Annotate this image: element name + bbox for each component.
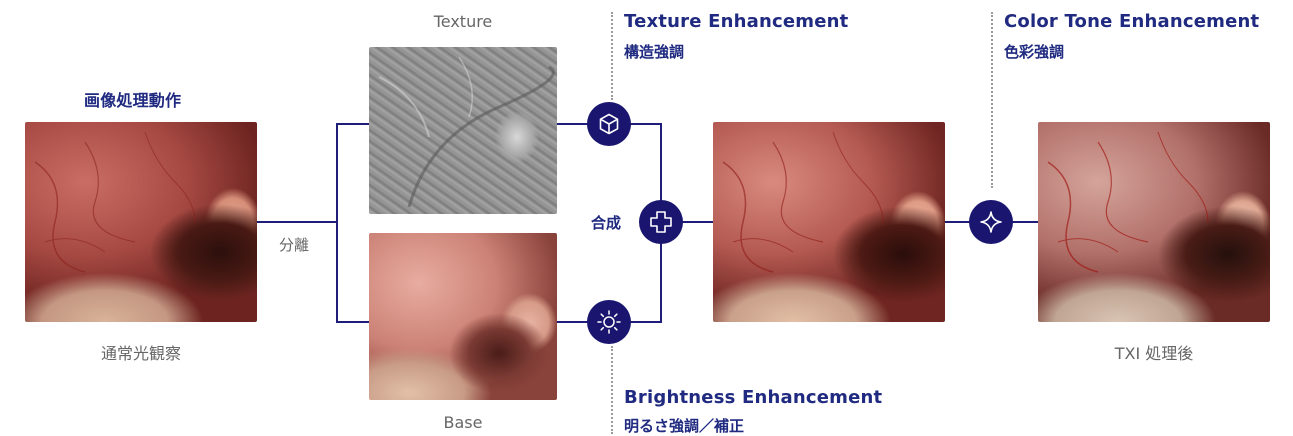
split-line-bottom (336, 321, 370, 323)
texture-leader-line (611, 12, 613, 100)
texture-image (369, 47, 557, 214)
normal-light-image (25, 122, 257, 322)
split-line-top (336, 123, 370, 125)
color-enhancement-subtitle: 色彩強調 (1004, 41, 1064, 62)
split-line-vertical (336, 123, 338, 322)
texture-out-line (557, 123, 589, 125)
base-out-line (557, 321, 589, 323)
sparkle-icon (978, 209, 1004, 235)
txi-processed-image (1038, 122, 1270, 322)
brightness-enhancement-title: Brightness Enhancement (624, 387, 882, 408)
base-node-out-line (630, 321, 662, 323)
merge-label: 合成 (591, 212, 621, 233)
texture-enhancement-node (587, 102, 631, 146)
merge-node (639, 200, 683, 244)
sun-icon (596, 309, 622, 335)
color-out-line (1012, 221, 1038, 223)
plus-icon (648, 209, 674, 235)
split-line-horizontal (257, 221, 337, 223)
cube-icon (597, 112, 621, 136)
process-heading: 画像処理動作 (84, 87, 181, 111)
color-in-line (945, 221, 971, 223)
color-leader-line (991, 12, 993, 188)
texture-enhancement-subtitle: 構造強調 (624, 41, 684, 62)
color-tone-node (969, 200, 1013, 244)
brightness-leader-line (611, 346, 613, 434)
color-enhancement-title: Color Tone Enhancement (1004, 11, 1259, 32)
normal-light-caption: 通常光観察 (25, 340, 257, 364)
texture-enhancement-title: Texture Enhancement (624, 11, 848, 32)
brightness-enhancement-subtitle: 明るさ強調／補正 (624, 415, 744, 436)
base-label: Base (369, 413, 557, 432)
texture-node-out-line (630, 123, 662, 125)
split-label: 分離 (277, 234, 311, 255)
merge-out-line (682, 221, 714, 223)
texture-label: Texture (369, 12, 557, 31)
txi-caption: TXI 処理後 (1038, 340, 1270, 364)
merged-image (713, 122, 945, 322)
brightness-enhancement-node (587, 300, 631, 344)
base-image (369, 233, 557, 400)
